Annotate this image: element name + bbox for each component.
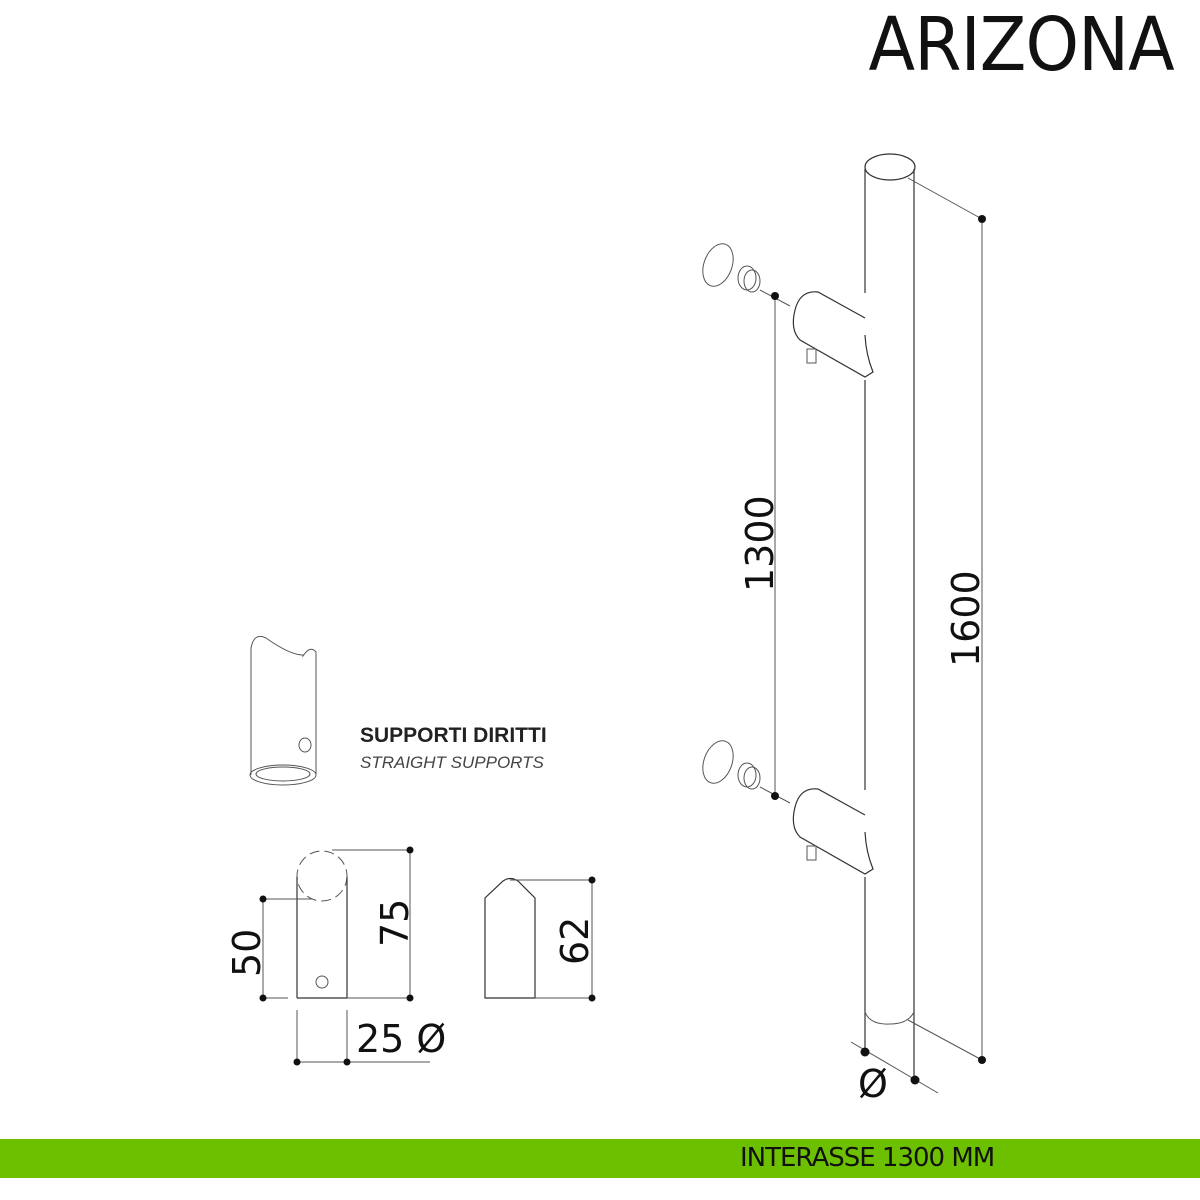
- svg-text:25 Ø: 25 Ø: [356, 1017, 446, 1061]
- support-lower: [702, 740, 874, 875]
- svg-text:75: 75: [373, 899, 417, 947]
- footer-label: INTERASSE 1300 MM: [740, 1143, 995, 1173]
- support-upper: [702, 243, 874, 378]
- svg-text:50: 50: [225, 929, 269, 977]
- svg-text:1300: 1300: [738, 495, 782, 592]
- handle-bar: [864, 153, 916, 1080]
- supports-title: SUPPORTI DIRITTI: [360, 724, 547, 747]
- svg-text:Ø: Ø: [858, 1062, 888, 1106]
- dimension-1300: 1300: [738, 292, 782, 800]
- dimension-1600: 1600: [907, 177, 988, 1064]
- supports-subtitle: STRAIGHT SUPPORTS: [360, 753, 544, 772]
- svg-text:1600: 1600: [944, 570, 988, 667]
- product-title: ARIZONA: [868, 2, 1175, 88]
- svg-text:62: 62: [553, 917, 597, 965]
- support-iso-view: [249, 635, 317, 786]
- support-front-view: 75 50 25 Ø: [225, 846, 446, 1066]
- footer-bar: INTERASSE 1300 MM: [0, 1139, 1200, 1178]
- dimension-diameter: Ø: [850, 1041, 939, 1106]
- support-side-view: 62: [484, 876, 597, 1002]
